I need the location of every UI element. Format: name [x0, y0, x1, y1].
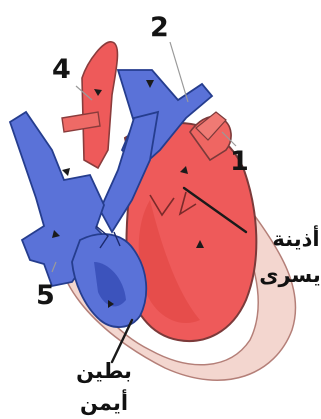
label-number-4: 4: [52, 54, 71, 85]
label-left-atrium-line1: أذينة: [272, 224, 319, 251]
label-number-2: 2: [150, 12, 169, 43]
label-right-ventricle-line1: بطين: [76, 359, 132, 383]
aorta: [82, 42, 117, 168]
label-left-atrium-line2: يسرى: [259, 263, 321, 287]
flow-arrow: [62, 168, 70, 176]
label-number-1: 1: [230, 146, 249, 177]
label-right-ventricle-line2: أيمن: [80, 388, 128, 415]
label-number-5: 5: [36, 280, 55, 311]
